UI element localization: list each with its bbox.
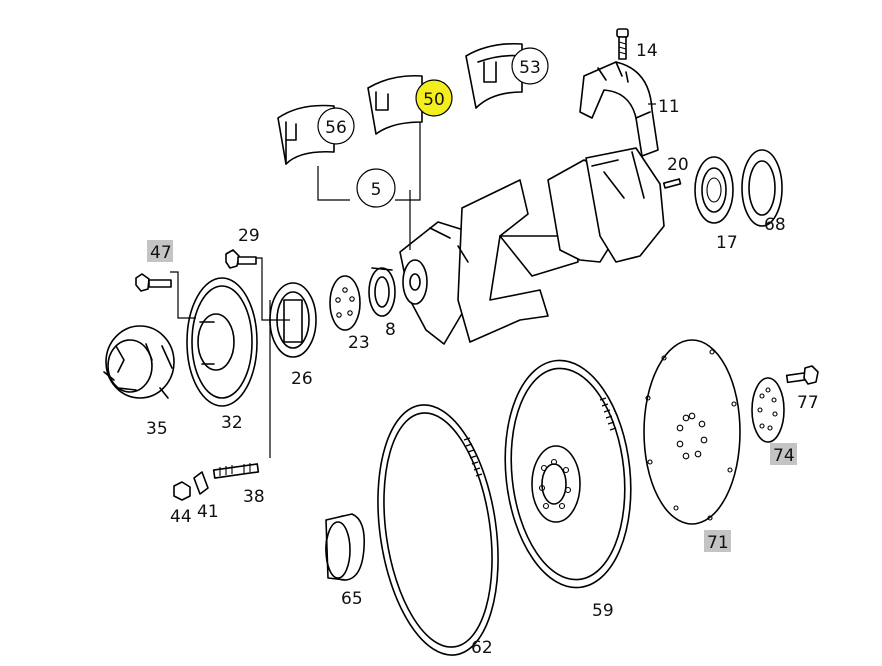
tag-bg-47 — [147, 240, 173, 262]
nut-44 — [173, 481, 191, 501]
callout-circle-56 — [317, 107, 355, 145]
bearing-17 — [694, 156, 734, 224]
label-68: 68 — [764, 215, 786, 235]
label-41: 41 — [197, 502, 219, 522]
bolt-77 — [785, 365, 819, 385]
flywheel-59 — [504, 359, 632, 589]
ring-gear-62 — [377, 404, 499, 656]
callout-circle-5 — [356, 168, 396, 208]
label-11: 11 — [658, 97, 680, 117]
bolt-47 — [135, 273, 172, 292]
label-65: 65 — [341, 589, 363, 609]
label-29: 29 — [238, 226, 260, 246]
label-17: 17 — [716, 233, 738, 253]
label-59: 59 — [592, 601, 614, 621]
callout-circle-53 — [511, 47, 549, 85]
tag-bg-74 — [770, 443, 797, 465]
washer-41 — [193, 471, 209, 495]
label-38: 38 — [243, 487, 265, 507]
seal-8 — [368, 267, 396, 317]
ring-65 — [325, 513, 366, 581]
callout-circle-50 — [415, 79, 453, 117]
washer-plate-74 — [751, 377, 785, 443]
label-8: 8 — [385, 320, 396, 340]
leader-5 — [317, 122, 421, 250]
label-14: 14 — [636, 41, 658, 61]
label-20: 20 — [667, 155, 689, 175]
label-26: 26 — [291, 369, 313, 389]
label-77: 77 — [797, 393, 819, 413]
leader-47-32 — [170, 271, 196, 319]
crankshaft — [399, 147, 665, 345]
leader-29-26 — [256, 257, 290, 321]
pulley-32 — [186, 277, 258, 407]
label-5: 5 — [371, 180, 382, 200]
drive-plate-71 — [643, 339, 741, 525]
label-50: 50 — [423, 90, 445, 110]
seal-68 — [741, 149, 783, 227]
label-62: 62 — [471, 638, 493, 658]
label-35: 35 — [146, 419, 168, 439]
pin-20 — [662, 178, 682, 189]
label-47: 47 — [150, 243, 172, 263]
bearing-shell-50 — [367, 74, 423, 135]
plate-23 — [329, 275, 361, 331]
hub-35 — [103, 325, 175, 399]
label-32: 32 — [221, 413, 243, 433]
label-71: 71 — [707, 533, 729, 553]
tag-bg-71 — [704, 530, 731, 552]
label-56: 56 — [325, 118, 347, 138]
label-53: 53 — [519, 58, 541, 78]
stud-38 — [212, 463, 260, 479]
label-23: 23 — [348, 333, 370, 353]
label-74: 74 — [773, 446, 795, 466]
label-44: 44 — [170, 507, 192, 527]
bolt-29 — [225, 249, 257, 269]
thrust-piece-11 — [579, 61, 659, 157]
bolt-14 — [616, 28, 629, 60]
bearing-shell-53 — [465, 42, 523, 109]
